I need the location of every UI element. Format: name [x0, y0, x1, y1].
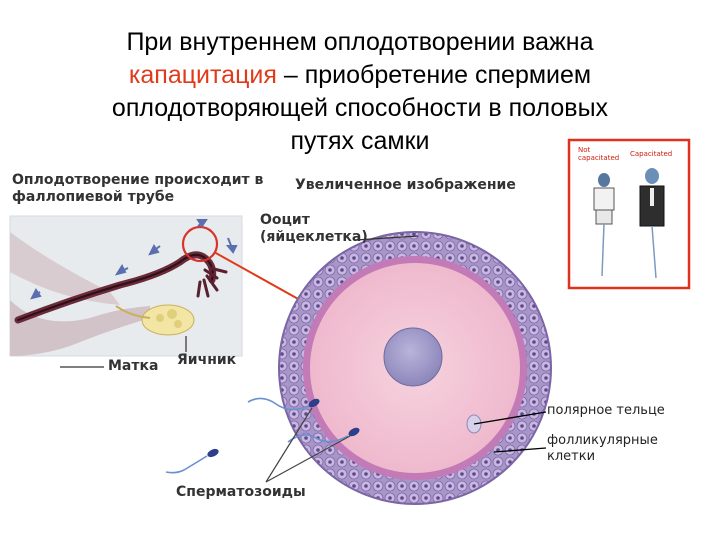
fertilization-label-line-2: фаллопиевой трубе [12, 189, 175, 205]
title-line-2-rest: – приобретение спермием [276, 61, 592, 89]
title-highlight-capacitation: капацитация [128, 61, 277, 89]
inset-not-capacitated-label: Not capacitated [578, 146, 619, 162]
ovary-label: Яичник [177, 352, 237, 368]
uterus-label: Матка [108, 358, 159, 374]
title-line-3: оплодотворяющей способности в половых [111, 94, 609, 122]
sperm-cells [165, 397, 360, 483]
uterus-anatomy-diagram [9, 215, 243, 368]
not-capacitated-sperm [593, 173, 615, 277]
title-line-1: При внутреннем оплодотворении важна [126, 28, 594, 56]
title-line-2: капацитация – приобретение спермием [60, 59, 660, 92]
sperm-label: Сперматозоиды [176, 484, 306, 500]
follicular-cells-label-line-1: фолликулярные [547, 433, 658, 448]
polar-body-label: полярное тельце [547, 403, 665, 418]
capacitated-sperm [639, 168, 665, 279]
follicular-cells-label-line-2: клетки [547, 449, 596, 464]
follicular-cells-label: фолликулярные клетки [547, 433, 658, 465]
magnified-label: Увеличенное изображение [295, 177, 516, 193]
inset-not-line-2: capacitated [578, 154, 620, 162]
fertilization-label-line-1: Оплодотворение происходит в [12, 172, 264, 188]
oocyte-label-line-1: Ооцит [260, 212, 310, 228]
oocyte-label: Ооцит (яйцеклетка) [260, 212, 368, 246]
fertilization-label: Оплодотворение происходит в фаллопиевой … [12, 172, 263, 206]
polar-body-pointer [473, 411, 547, 425]
oocyte-label-line-2: (яйцеклетка) [260, 229, 368, 245]
fimbriae [196, 266, 228, 298]
oocyte-diagram [278, 231, 552, 505]
slide-title: При внутреннем оплодотворении важна капа… [60, 26, 660, 158]
title-line-4: путях самки [290, 127, 430, 155]
fertilization-site-circle [181, 225, 219, 263]
inset-not-line-1: Not [578, 146, 591, 154]
capacitation-inset [567, 138, 691, 290]
sperm-direction-arrows [30, 219, 238, 300]
inset-capacitated-label: Capacitated [630, 150, 673, 158]
ovary-shape [141, 304, 195, 336]
egg-nucleus [383, 327, 443, 387]
follicular-pointer [493, 447, 547, 453]
zoom-connector-line [213, 251, 301, 301]
